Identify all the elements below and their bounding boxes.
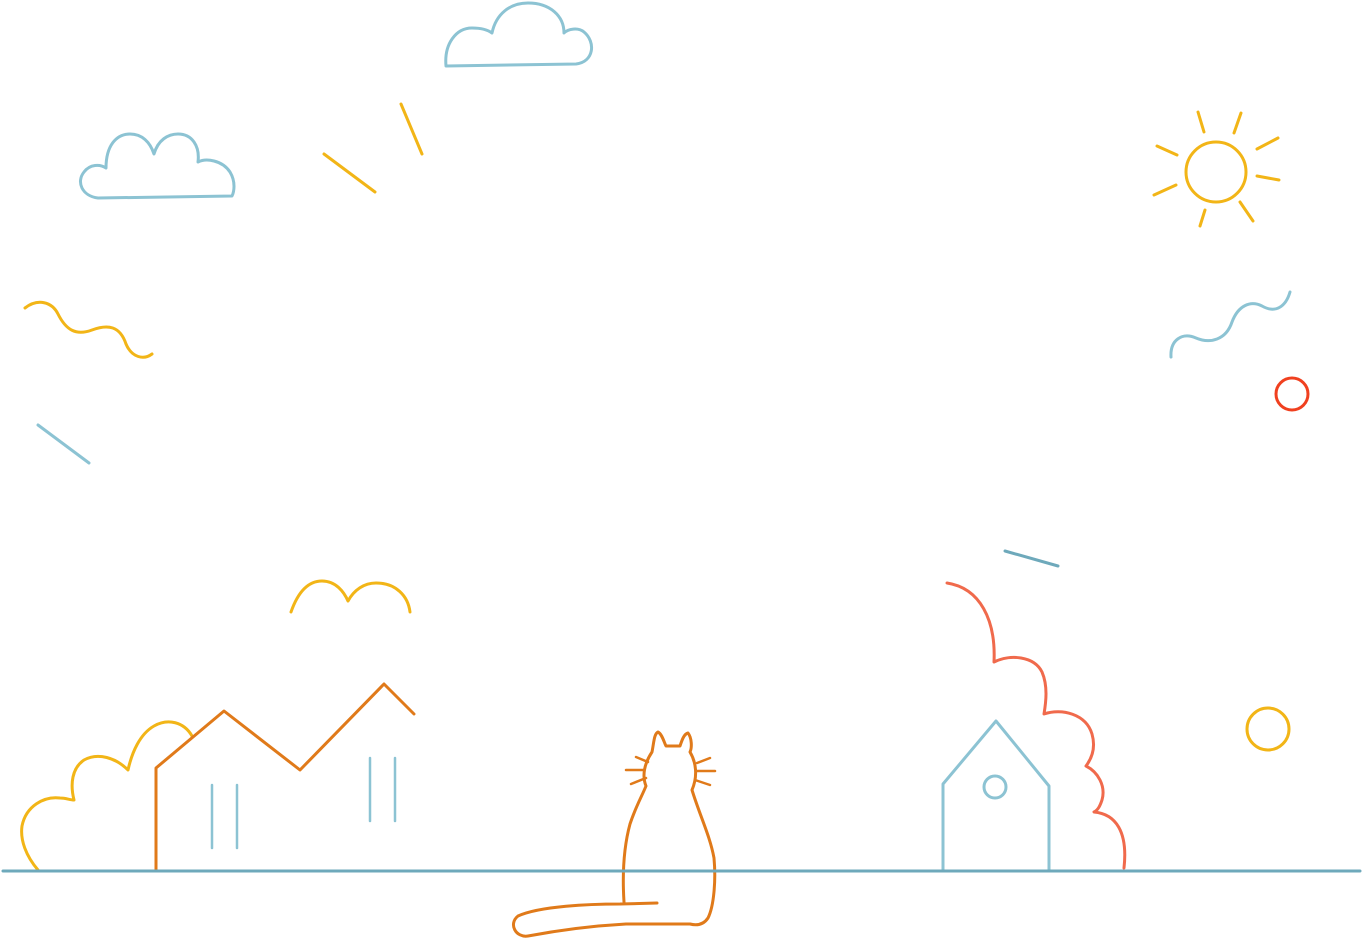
house-icon-left (154, 682, 416, 872)
bush-icon-left (20, 720, 194, 872)
window-lines-left (210, 756, 397, 850)
cat-icon (512, 730, 717, 938)
dash-icon-4 (1003, 549, 1060, 568)
house-icon-right (941, 719, 1051, 872)
sun-icon (1152, 110, 1281, 228)
squiggle-icon-left (23, 300, 154, 359)
cloud-icon-left (79, 132, 236, 200)
dash-icon-2 (399, 102, 424, 156)
circle-icon-red (1274, 376, 1310, 412)
squiggle-icon-right (1169, 290, 1292, 359)
bird-icon (289, 579, 412, 614)
cloud-icon-top (444, 1, 593, 68)
bush-icon-right (945, 581, 1127, 870)
dash-icon-1 (322, 152, 377, 194)
circle-icon-yellow (1245, 706, 1291, 752)
dash-icon-3 (36, 423, 91, 465)
